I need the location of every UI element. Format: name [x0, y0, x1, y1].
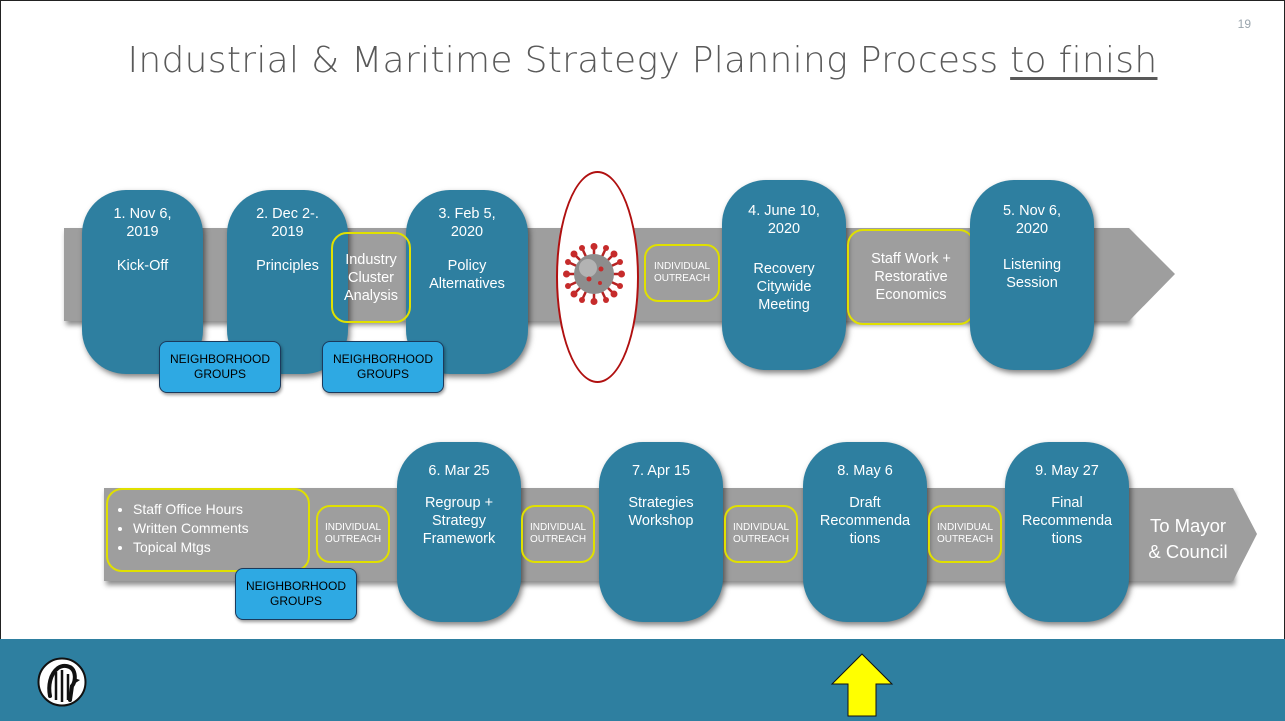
outreach-line: INDIVIDUAL — [324, 522, 382, 533]
ng-line2: Groups — [356, 367, 409, 381]
industry-cluster-box: Industry Cluster Analysis — [331, 232, 411, 323]
step-date: 8. May 6 — [837, 463, 893, 479]
step-label: Citywide — [756, 279, 812, 295]
seattle-seal-logo — [37, 657, 87, 707]
step-date: 6. Mar 25 — [428, 463, 490, 479]
step-label: Policy — [447, 258, 487, 274]
neighborhood-groups-2: Neighborhood Groups — [322, 341, 444, 393]
yellow-up-arrow-icon — [830, 653, 894, 717]
step-label: Recommenda — [1021, 513, 1113, 529]
step-year: 2019 — [271, 224, 304, 240]
step-label: Alternatives — [429, 276, 505, 292]
step-label: tions — [1051, 531, 1083, 547]
box-line: Analysis — [344, 287, 398, 304]
step-date: 5. Nov 6, — [1002, 203, 1062, 219]
step-label: Recovery — [753, 261, 815, 277]
timeline-arrowhead-row1 — [1129, 228, 1175, 321]
staff-work-box: Staff Work + Restorative Economics — [847, 229, 975, 325]
step-label: Kick-Off — [116, 258, 169, 274]
bullets-box — [106, 488, 310, 572]
step-date: 7. Apr 15 — [631, 463, 691, 479]
bullet-item: Topical Mtgs — [133, 538, 249, 557]
outreach-line: OUTREACH — [653, 273, 711, 284]
outreach-line: INDIVIDUAL — [732, 522, 790, 533]
box-line: Restorative — [874, 269, 948, 285]
ng-line2: Groups — [193, 367, 246, 381]
destination-label: To Mayor & Council — [1138, 513, 1238, 565]
step-label: Listening — [1002, 257, 1062, 273]
ng-line1: Neighborhood — [332, 352, 433, 366]
box-line: Staff Work + — [871, 251, 951, 267]
step-year: 2019 — [126, 224, 159, 240]
step-label: Regroup + — [424, 495, 494, 511]
step-label: Principles — [256, 258, 319, 274]
individual-outreach-3: INDIVIDUAL OUTREACH — [521, 505, 595, 563]
outreach-line: INDIVIDUAL — [653, 261, 711, 272]
step-label: Final — [1051, 495, 1083, 511]
box-line: Industry — [345, 251, 397, 268]
step-label: Session — [1006, 275, 1058, 291]
outreach-line: OUTREACH — [732, 534, 790, 545]
outreach-line: OUTREACH — [324, 534, 382, 545]
step-label: tions — [849, 531, 881, 547]
ng-line2: Groups — [269, 594, 322, 608]
outreach-line: OUTREACH — [936, 534, 994, 545]
outreach-line: INDIVIDUAL — [936, 522, 994, 533]
step-date: 9. May 27 — [1035, 463, 1099, 479]
ng-line1: Neighborhood — [169, 352, 270, 366]
outreach-line: OUTREACH — [529, 534, 587, 545]
neighborhood-groups-1: Neighborhood Groups — [159, 341, 281, 393]
neighborhood-groups-3: Neighborhood Groups — [235, 568, 357, 620]
coronavirus-icon — [563, 243, 625, 305]
step-label: Draft — [849, 495, 881, 511]
title-underlined: to finish — [1010, 40, 1158, 81]
title-main: Industrial & Maritime Strategy Planning … — [127, 40, 1011, 81]
box-line: Economics — [875, 287, 947, 303]
step-1-kickoff: 1. Nov 6, 2019 Kick-Off — [82, 190, 203, 374]
destination-line: & Council — [1148, 541, 1228, 562]
step-date: 1. Nov 6, — [113, 206, 172, 222]
step-date: 4. June 10, — [748, 203, 820, 219]
bullet-item: Staff Office Hours — [133, 500, 249, 519]
individual-outreach-1: INDIVIDUAL OUTREACH — [644, 244, 720, 302]
step-label: Meeting — [758, 297, 810, 313]
individual-outreach-2: INDIVIDUAL OUTREACH — [316, 505, 390, 563]
step-year: 2020 — [767, 221, 801, 237]
step-label: Strategy — [432, 513, 486, 529]
step-date: 2. Dec 2-. — [256, 206, 319, 222]
outreach-line: INDIVIDUAL — [529, 522, 587, 533]
step-label: Framework — [422, 531, 496, 547]
step-year: 2020 — [450, 224, 484, 240]
destination-line: To Mayor — [1149, 515, 1227, 536]
box-line: Cluster — [348, 269, 394, 286]
footer-bar — [0, 639, 1285, 721]
step-year: 2020 — [1015, 221, 1049, 237]
page-number: 19 — [1237, 17, 1251, 31]
individual-outreach-5: INDIVIDUAL OUTREACH — [928, 505, 1002, 563]
timeline-arrowhead-row2 — [1233, 488, 1257, 581]
step-date: 3. Feb 5, — [438, 206, 496, 222]
individual-outreach-4: INDIVIDUAL OUTREACH — [724, 505, 798, 563]
bullet-list: Staff Office Hours Written Comments Topi… — [117, 500, 249, 557]
page-title: Industrial & Maritime Strategy Planning … — [0, 40, 1285, 81]
step-label: Recommenda — [819, 513, 911, 529]
step-label: Workshop — [628, 513, 694, 529]
step-label: Strategies — [628, 495, 694, 511]
bullet-item: Written Comments — [133, 519, 249, 538]
ng-line1: Neighborhood — [245, 579, 346, 593]
